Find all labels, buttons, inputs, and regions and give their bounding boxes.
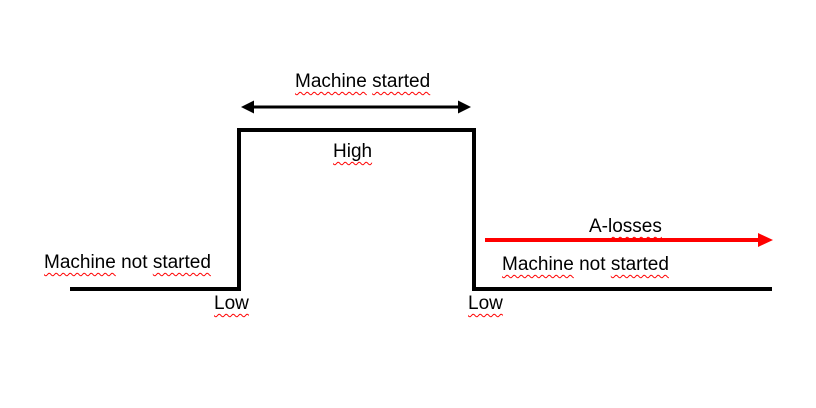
arrow-right-head-icon (458, 100, 471, 114)
low-right-text: Low (468, 293, 503, 314)
red-arrow-head-icon (758, 233, 773, 247)
a-losses-label: A-losses (589, 215, 662, 238)
machine-started-word-1: Machine (295, 71, 367, 92)
a-losses-word: losses (608, 216, 662, 237)
high-level-label: High (333, 140, 372, 163)
state-right-word-2: not (579, 254, 606, 275)
machine-started-word-2: started (372, 71, 431, 92)
state-left-word-1: Machine (44, 252, 116, 273)
machine-not-started-left-label: Machine not started (44, 251, 211, 274)
state-right-word-3: started (610, 254, 669, 275)
machine-not-started-right-label: Machine not started (502, 253, 669, 276)
machine-started-span-arrow (241, 100, 471, 114)
state-left-word-2: not (121, 252, 148, 273)
arrow-left-head-icon (241, 100, 254, 114)
a-losses-arrow (485, 233, 773, 247)
low-left-text: Low (214, 293, 249, 314)
machine-started-label: Machine started (295, 70, 430, 93)
state-right-word-1: Machine (502, 254, 574, 275)
signal-waveform (70, 128, 772, 291)
low-level-right-label: Low (468, 292, 503, 315)
high-label-text: High (333, 141, 373, 162)
state-left-word-3: started (152, 252, 211, 273)
a-losses-prefix: A- (589, 216, 608, 237)
low-level-left-label: Low (214, 292, 249, 315)
